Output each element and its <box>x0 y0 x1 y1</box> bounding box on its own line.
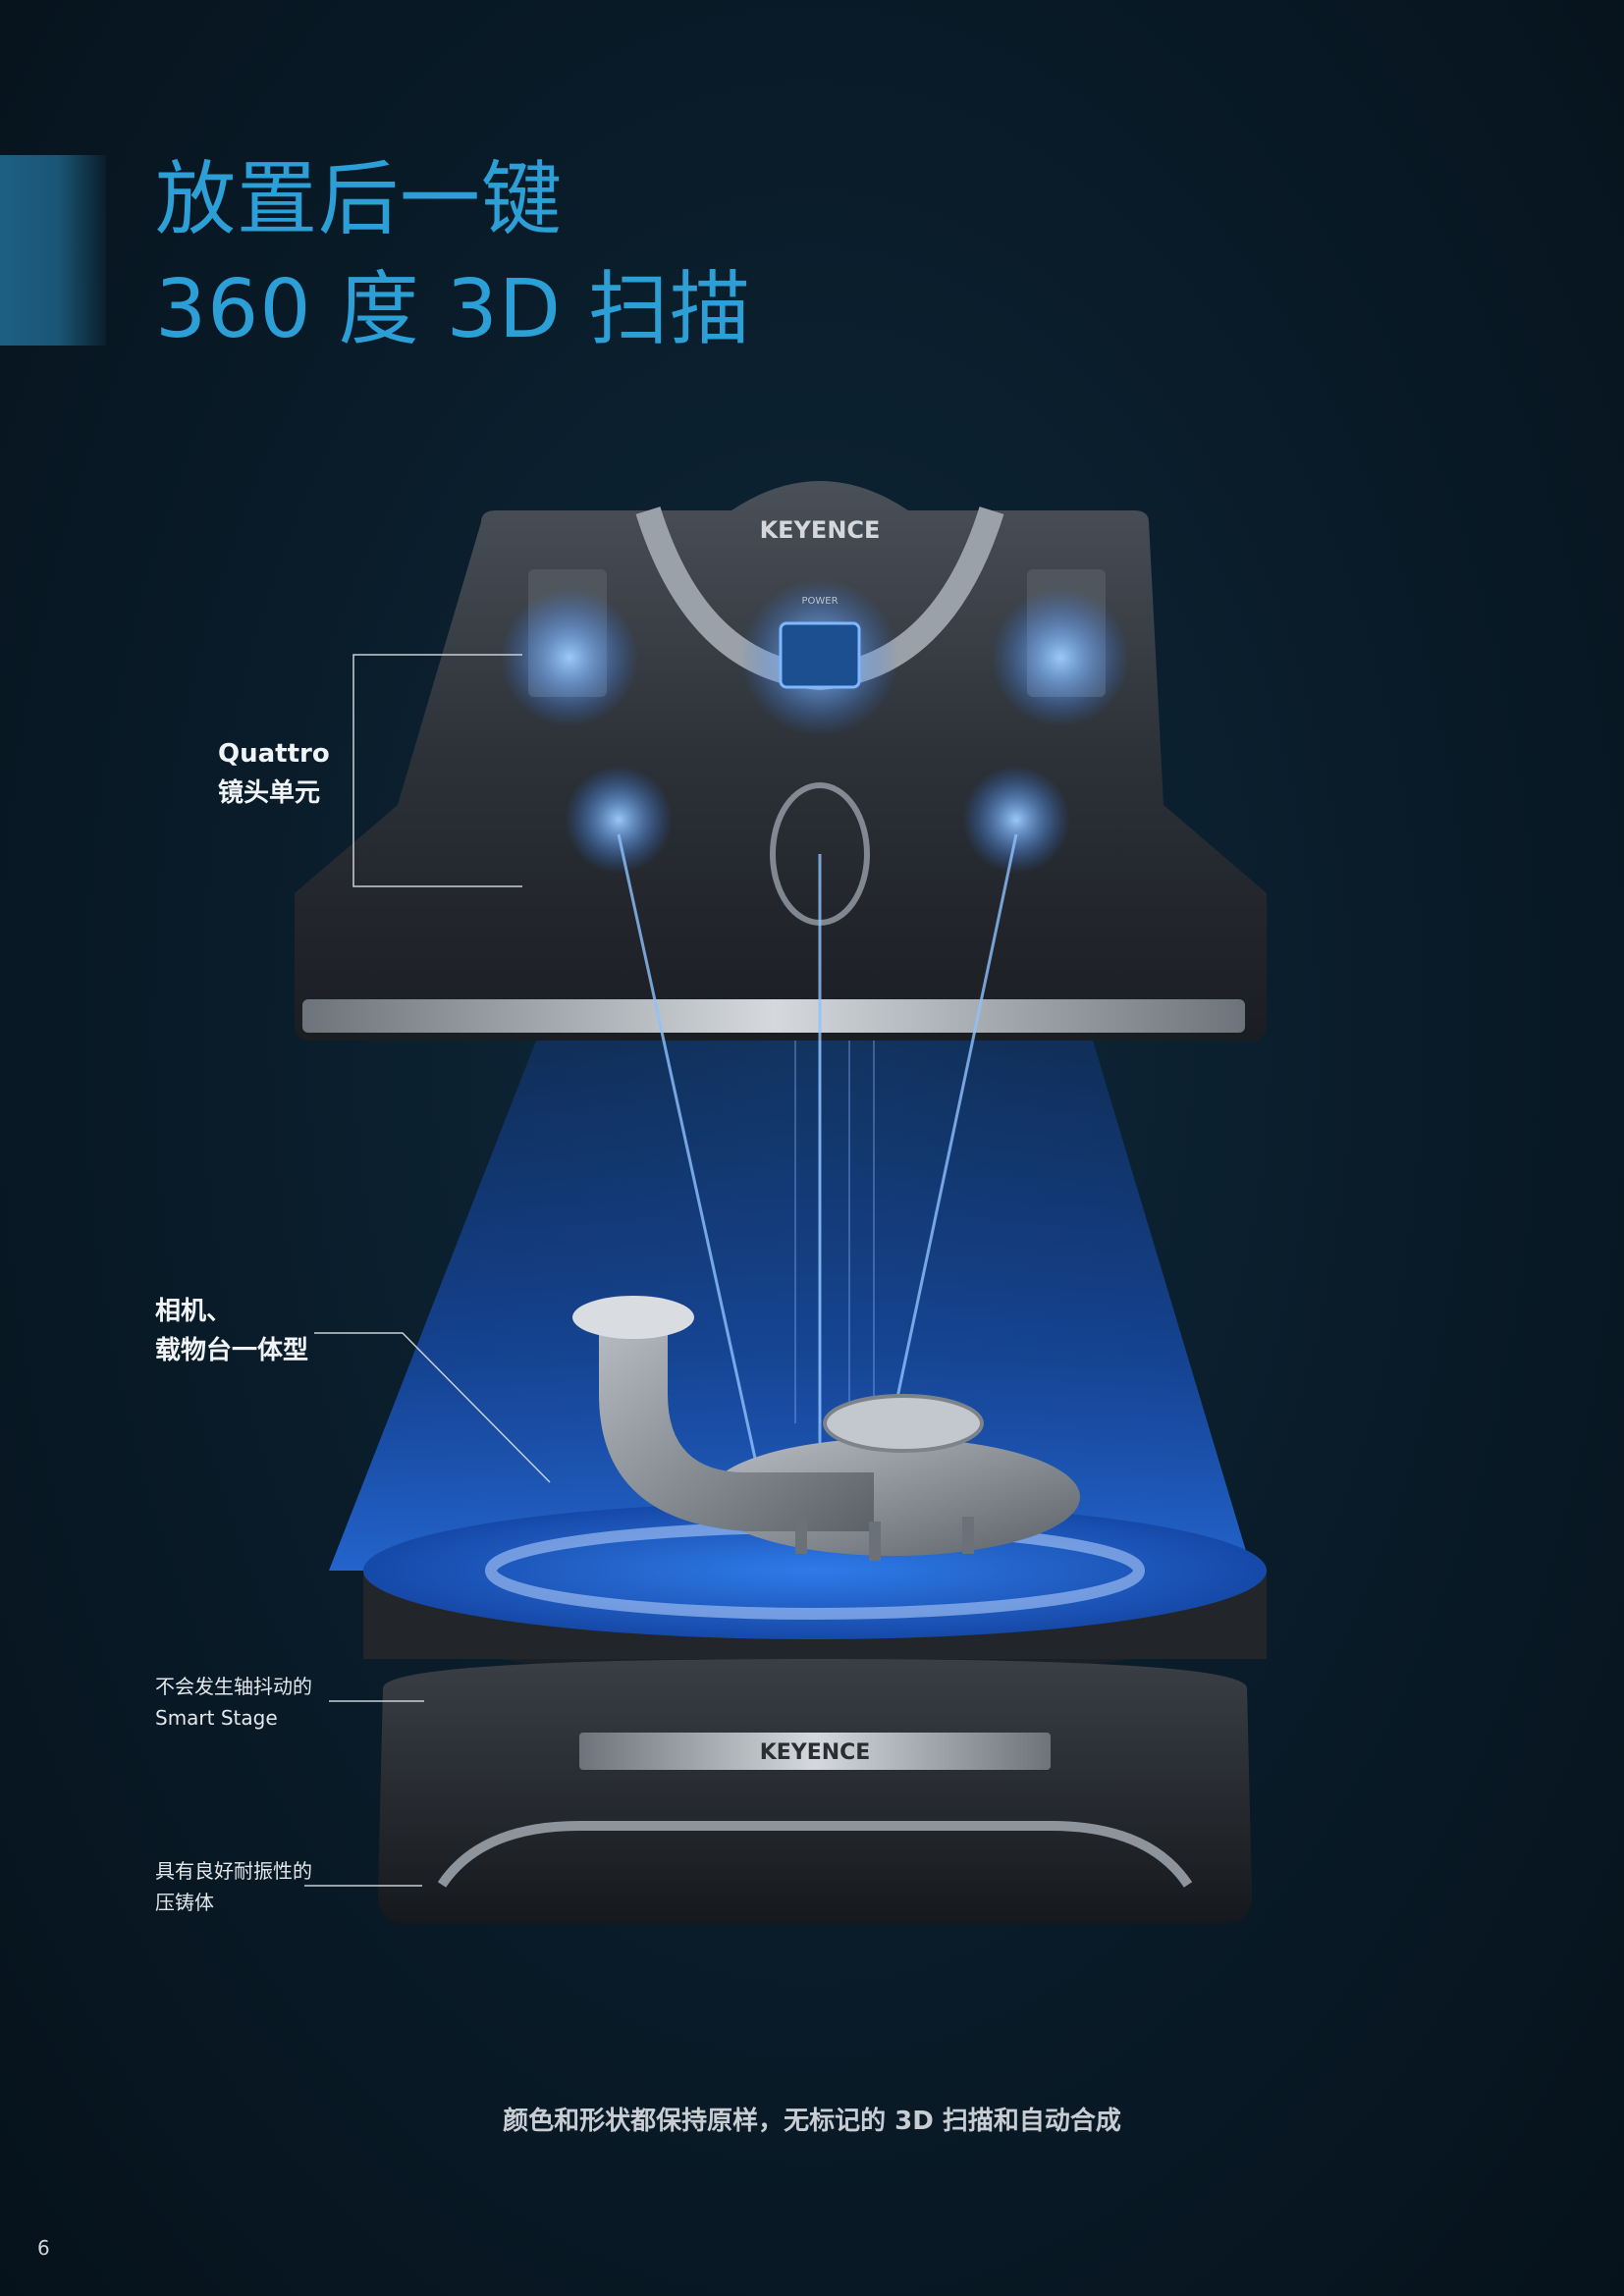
power-label: POWER <box>801 596 838 607</box>
product-illustration: POWER KEYENCE KEYENCE <box>295 481 1267 1924</box>
callout-camera-line-2: 载物台一体型 <box>155 1336 309 1365</box>
callout-camera-line-1: 相机、 <box>155 1297 233 1326</box>
callout-die-cast: 具有良好耐振性的 压铸体 <box>155 1855 312 1918</box>
callout-smart-line-1: 不会发生轴抖动的 <box>155 1675 312 1698</box>
scan-beam <box>329 1031 1252 1571</box>
scanner-head: POWER KEYENCE <box>295 481 1267 1041</box>
scanned-part <box>572 1296 1080 1561</box>
turntable <box>363 1502 1267 1679</box>
callout-quattro: Quattro 镜头单元 <box>218 734 330 813</box>
page-number: 6 <box>37 2236 50 2260</box>
page-title: 放置后一键 360 度 3D 扫描 <box>155 145 751 365</box>
title-line-1: 放置后一键 <box>155 153 564 246</box>
brand-logo-base: KEYENCE <box>760 1740 871 1765</box>
callout-smart-stage: 不会发生轴抖动的 Smart Stage <box>155 1671 312 1734</box>
callout-camera-stage: 相机、 载物台一体型 <box>155 1292 308 1370</box>
callout-quattro-line-1: Quattro <box>218 739 330 769</box>
scan-rays <box>617 833 1018 1464</box>
callout-quattro-line-2: 镜头单元 <box>218 778 321 808</box>
brand-logo-top: KEYENCE <box>760 516 881 544</box>
image-caption: 颜色和形状都保持原样，无标记的 3D 扫描和自动合成 <box>503 2107 1121 2136</box>
die-cast-base: KEYENCE <box>378 1659 1252 1924</box>
callout-die-line-2: 压铸体 <box>155 1891 214 1914</box>
callout-die-line-1: 具有良好耐振性的 <box>155 1859 312 1883</box>
title-line-2: 360 度 3D 扫描 <box>155 263 752 356</box>
accent-bar <box>0 155 106 346</box>
callout-smart-line-2: Smart Stage <box>155 1706 278 1730</box>
